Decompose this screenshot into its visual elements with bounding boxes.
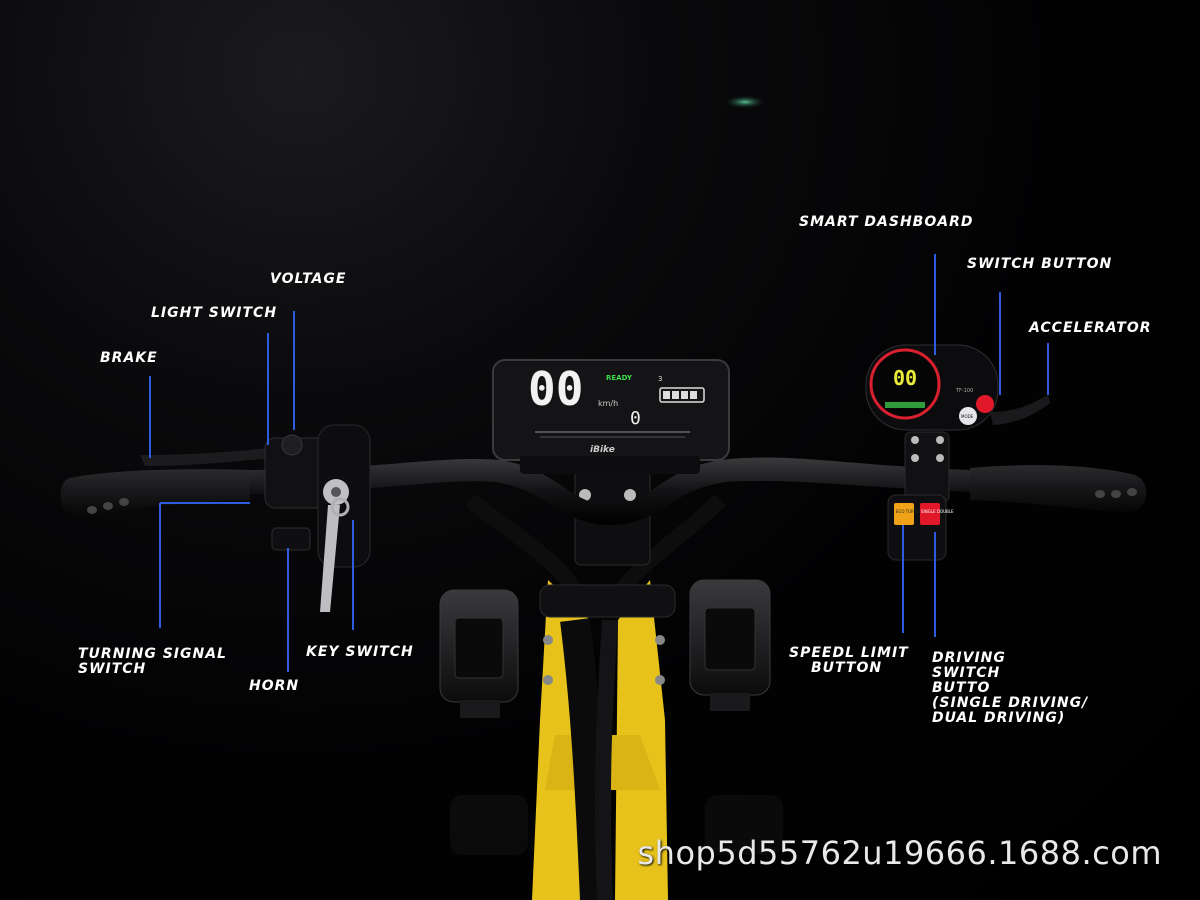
callout-lines (149, 254, 1049, 672)
main-dashboard (492, 359, 730, 474)
label-voltage: VOLTAGE (270, 271, 347, 287)
single-double-label: SINGLE DOUBLE (921, 509, 954, 514)
dashboard-unit: km/h (598, 399, 618, 408)
dashboard-speed: 00 (528, 362, 583, 416)
mode-button-label: MODE (961, 414, 974, 419)
label-driving-line3: BUTTO (932, 680, 991, 696)
label-turning-signal-line2: SWITCH (78, 661, 147, 677)
label-smart-dashboard: SMART DASHBOARD (799, 214, 974, 230)
label-turning-signal-switch: TURNING SIGNAL SWITCH (78, 647, 227, 677)
dashboard-ready: READY (606, 374, 633, 382)
round-display-model: TF-100 (955, 388, 973, 394)
label-driving-line4: (SINGLE DRIVING/ (932, 695, 1089, 711)
floor-reflection (450, 795, 783, 855)
label-turning-signal-line1: TURNING SIGNAL (78, 646, 227, 662)
label-accelerator: ACCELERATOR (1029, 320, 1152, 336)
label-driving-line5: DUAL DRIVING) (932, 710, 1066, 726)
dashboard-gear: 3 (658, 375, 662, 383)
glow-spot (723, 95, 767, 109)
eco-turbo-label: ECO TURBO (896, 509, 920, 514)
dashboard-brand: iBike (590, 445, 615, 455)
left-grip (60, 469, 251, 518)
label-driving-switch-button: DRIVING SWITCH BUTTO (SINGLE DRIVING/ DU… (932, 651, 1088, 726)
label-key-switch: KEY SWITCH (306, 644, 414, 660)
label-switch-button: SWITCH BUTTON (967, 256, 1113, 272)
right-switch-block (887, 494, 947, 561)
watermark: shop5d55762u19666.1688.com (637, 834, 1162, 872)
stem-clamp (539, 469, 676, 618)
label-speed-limit-button: SPEEDL LIMIT BUTTON (789, 646, 909, 676)
right-round-display (865, 344, 1050, 503)
brake-lever (140, 448, 270, 466)
handlebar (250, 457, 970, 525)
label-driving-line1: DRIVING (932, 650, 1006, 666)
dashboard-trip: 0 (630, 408, 641, 429)
label-brake: BRAKE (100, 350, 158, 366)
round-display-speed: 00 (893, 366, 917, 390)
label-light-switch: LIGHT SWITCH (151, 305, 278, 321)
right-spotlight (689, 579, 771, 711)
left-spotlight (439, 589, 519, 718)
label-horn: HORN (249, 678, 300, 694)
label-speed-limit-line1: SPEEDL LIMIT (789, 645, 909, 661)
label-speed-limit-line2: BUTTON (811, 660, 883, 676)
left-switch-housing (264, 424, 371, 612)
label-driving-line2: SWITCH (932, 665, 1001, 681)
right-grip (970, 465, 1147, 512)
